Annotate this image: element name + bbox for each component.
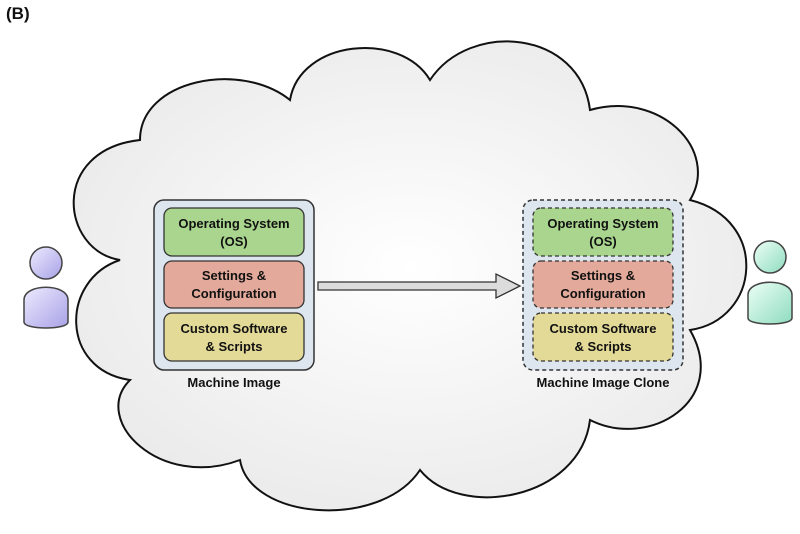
layer-settings-subtitle: Configuration bbox=[191, 286, 276, 301]
clone-layer-software-subtitle: & Scripts bbox=[574, 339, 631, 354]
clone-layer-software-title: Custom Software bbox=[550, 321, 657, 336]
user-right-icon bbox=[747, 240, 793, 325]
machine-image-caption: Machine Image bbox=[187, 375, 280, 390]
machine-image: Operating System (OS) Settings & Configu… bbox=[153, 199, 315, 390]
layer-os-title: Operating System bbox=[178, 216, 289, 231]
layer-software-subtitle: & Scripts bbox=[205, 339, 262, 354]
layer-software: Custom Software & Scripts bbox=[163, 312, 305, 362]
clone-layer-software: Custom Software & Scripts bbox=[532, 312, 674, 362]
clone-layer-settings-subtitle: Configuration bbox=[560, 286, 645, 301]
machine-image-clone: Operating System (OS) Settings & Configu… bbox=[522, 199, 684, 390]
layer-settings: Settings & Configuration bbox=[163, 260, 305, 309]
cloud-shape bbox=[72, 40, 748, 512]
layer-os-subtitle: (OS) bbox=[220, 234, 247, 249]
layer-software-title: Custom Software bbox=[181, 321, 288, 336]
layer-os: Operating System (OS) bbox=[163, 207, 305, 257]
clone-layer-settings: Settings & Configuration bbox=[532, 260, 674, 309]
clone-layer-os-subtitle: (OS) bbox=[589, 234, 616, 249]
clone-layer-os: Operating System (OS) bbox=[532, 207, 674, 257]
panel-label: (B) bbox=[6, 4, 30, 23]
user-left-icon bbox=[23, 246, 69, 329]
copy-arrow bbox=[317, 272, 522, 300]
clone-layer-os-title: Operating System bbox=[547, 216, 658, 231]
layer-settings-title: Settings & bbox=[202, 268, 266, 283]
clone-layer-settings-title: Settings & bbox=[571, 268, 635, 283]
machine-image-clone-caption: Machine Image Clone bbox=[537, 375, 670, 390]
